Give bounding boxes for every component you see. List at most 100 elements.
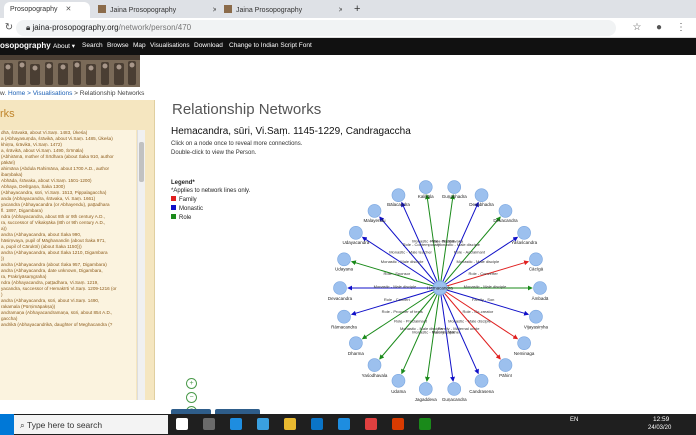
person-list-item[interactable]: dhā, śrāvakā, about Vi.Saṃ. 1483, Ūkeśa): [1, 130, 88, 135]
person-list-item[interactable]: andra (Abhayacandra (about Śaka 957, Dig…: [1, 262, 107, 267]
person-list-item[interactable]: a, pupil of Cāruktri) (about Śaka 1150))…: [1, 244, 82, 249]
person-list-item[interactable]: ndra (Abhayacandra, about 8th or 9th cen…: [1, 214, 105, 219]
person-list-item[interactable]: a (Abhayasuṃda, śrāvikā, about Vi.Saṃ. 1…: [1, 136, 113, 141]
person-list[interactable]: dhā, śrāvakā, about Vi.Saṃ. 1483, Ūkeśa)…: [0, 130, 136, 400]
network-node[interactable]: [517, 226, 531, 240]
network-node[interactable]: [337, 309, 351, 324]
network-node[interactable]: [447, 180, 462, 194]
network-node[interactable]: [418, 180, 433, 194]
taskbar-app-icon[interactable]: [365, 418, 377, 430]
person-list-item[interactable]: yacandra (Abhayacandra (or Abhayendu), p…: [1, 202, 110, 207]
taskbar-app-icon[interactable]: [230, 418, 242, 430]
zoom-in-button[interactable]: +: [186, 378, 197, 389]
person-list-item[interactable]: ndra (Abhayacandra, paṭṭadhara, Vi.Saṃ. …: [1, 280, 99, 285]
taskbar-app-icon[interactable]: [176, 418, 188, 430]
person-list-item[interactable]: Abhaya, Deśīgaṇa, Śaka 1300): [1, 184, 65, 189]
nav-indian-script-font[interactable]: Change to Indian Script Font: [229, 42, 312, 49]
site-brand[interactable]: osopography: [0, 41, 51, 50]
network-node[interactable]: [529, 309, 543, 324]
taskbar-app-icon[interactable]: [392, 418, 404, 430]
account-icon[interactable]: ●: [655, 22, 663, 33]
person-list-item[interactable]: gaccha): [1, 316, 18, 321]
network-node[interactable]: [391, 373, 406, 388]
nav-map[interactable]: Map: [133, 42, 146, 49]
network-node[interactable]: [337, 252, 351, 267]
network-node[interactable]: [367, 204, 382, 218]
network-node[interactable]: [498, 358, 513, 372]
person-list-item[interactable]: andra (Abhayacandra, sūri, about Vi.Saṃ.…: [1, 298, 100, 303]
person-list-item[interactable]: ahimāna (Abdula Rahimāna, about 1700 A.D…: [1, 166, 110, 171]
person-list-item[interactable]: Abhāda, śrāvaka, about Vi.Saṃ. 1501-1200…: [1, 178, 92, 183]
action-button-2[interactable]: [215, 409, 260, 416]
person-list-item[interactable]: anda (Abhayacandra, śrāvaka, Vi. Saṃ. 16…: [1, 196, 96, 201]
network-node[interactable]: [517, 336, 531, 350]
network-node[interactable]: [498, 204, 513, 218]
person-list-item[interactable]: hāsiṃvaya, pupil of Māghanandin (about Ś…: [1, 238, 106, 243]
browser-tab-3[interactable]: Jaina Prosopography✕: [218, 2, 342, 18]
network-node[interactable]: [391, 188, 406, 203]
zoom-out-button[interactable]: −: [186, 392, 197, 403]
browser-tab-2[interactable]: Jaina Prosopography✕: [92, 2, 216, 18]
language-indicator[interactable]: EN: [570, 417, 579, 423]
close-icon[interactable]: ✕: [338, 7, 342, 14]
nav-search[interactable]: Search: [82, 42, 103, 49]
person-list-item[interactable]: ): [1, 292, 3, 297]
taskbar-app-icon[interactable]: [311, 418, 323, 430]
taskbar-search-input[interactable]: ⌕ Type here to search: [14, 415, 168, 434]
network-node[interactable]: [474, 188, 489, 203]
breadcrumb-visualisations[interactable]: Visualisations: [32, 90, 73, 97]
person-list-item[interactable]: ra, Prakriyāsaṃgraha): [1, 274, 47, 279]
person-list-item[interactable]: andramaṇa (Abhayacandramaṇa, sūri, about…: [1, 310, 113, 315]
start-button[interactable]: [0, 414, 14, 435]
nav-about[interactable]: About ▾: [53, 43, 76, 50]
url-input[interactable]: 🔒︎ jaina-prosopography.org/network/perso…: [16, 20, 616, 36]
new-tab-button[interactable]: +: [354, 3, 361, 15]
network-node[interactable]: [533, 281, 547, 295]
person-list-item[interactable]: ra, successor of Vikakṣāka (8th or 9th c…: [1, 220, 106, 225]
person-list-scrollbar[interactable]: [137, 130, 145, 400]
taskbar-app-icon[interactable]: [284, 418, 296, 430]
person-list-item[interactable]: )): [1, 256, 5, 261]
nav-visualisations[interactable]: Visualisations: [150, 42, 190, 49]
clock-date[interactable]: 24/03/20: [648, 425, 672, 431]
scrollbar-thumb[interactable]: [139, 142, 144, 182]
taskbar-app-icon[interactable]: [203, 418, 215, 430]
person-list-item[interactable]: andrikā (Abhayacandrikā, daughter of Meg…: [1, 322, 113, 327]
person-list-item[interactable]: (Abhayacandra, sūri, Vi.Saṃ. 1513, Pippa…: [1, 190, 107, 195]
person-list-item[interactable]: khiṇīa, śrāvikā, Vi.Saṃ. 1472): [1, 142, 62, 147]
action-button-1[interactable]: [171, 409, 211, 416]
network-node[interactable]: [418, 382, 433, 396]
network-node[interactable]: [529, 252, 543, 267]
person-list-item[interactable]: pākāri): [1, 160, 16, 165]
menu-icon[interactable]: ⋮: [676, 22, 686, 33]
person-list-item[interactable]: ibaṃbaka): [1, 172, 23, 177]
clock-time[interactable]: 12:59: [653, 416, 670, 423]
network-node[interactable]: [474, 373, 489, 388]
network-node[interactable]: [447, 382, 462, 396]
person-list-item[interactable]: a, śrāvikā, about Vi.Saṃ. 1490, Śrīmāla): [1, 148, 84, 153]
breadcrumb-home[interactable]: . Home >: [4, 90, 33, 97]
person-list-item[interactable]: andra (Abhayacandra, about Śaka 990,: [1, 232, 82, 237]
person-list-item[interactable]: andra (Abhayacandra, date unknown, Digam…: [1, 268, 103, 273]
refresh-icon[interactable]: ↻: [4, 22, 14, 33]
person-list-item[interactable]: andra (Abhayacandra, about Śaka 1210, Di…: [1, 250, 108, 255]
center-node[interactable]: [432, 280, 448, 296]
browser-tab-1[interactable]: Prosopography✕: [4, 2, 90, 18]
network-node[interactable]: [349, 336, 363, 350]
nav-browse[interactable]: Browse: [107, 42, 129, 49]
person-list-item[interactable]: (Abhirāmā, mother of Śrīdhara (about Śak…: [1, 154, 114, 159]
person-list-item[interactable]: yacandra, successor of Hemakīrti Vi.Saṃ.…: [1, 286, 117, 291]
network-node[interactable]: [367, 358, 382, 372]
star-icon[interactable]: ☆: [632, 22, 642, 33]
network-node[interactable]: [333, 281, 347, 295]
person-list-item[interactable]: fl. 1897, Digambara): [1, 208, 43, 213]
taskbar-app-icon[interactable]: [257, 418, 269, 430]
person-list-item[interactable]: a)): [1, 226, 7, 231]
taskbar-app-icon[interactable]: [338, 418, 350, 430]
close-icon[interactable]: ✕: [212, 7, 216, 14]
network-node[interactable]: [349, 226, 363, 240]
close-icon[interactable]: ✕: [65, 6, 72, 13]
person-list-item[interactable]: rakamala (Pūrṇimāpakṣa)): [1, 304, 56, 309]
taskbar-app-icon[interactable]: [419, 418, 431, 430]
